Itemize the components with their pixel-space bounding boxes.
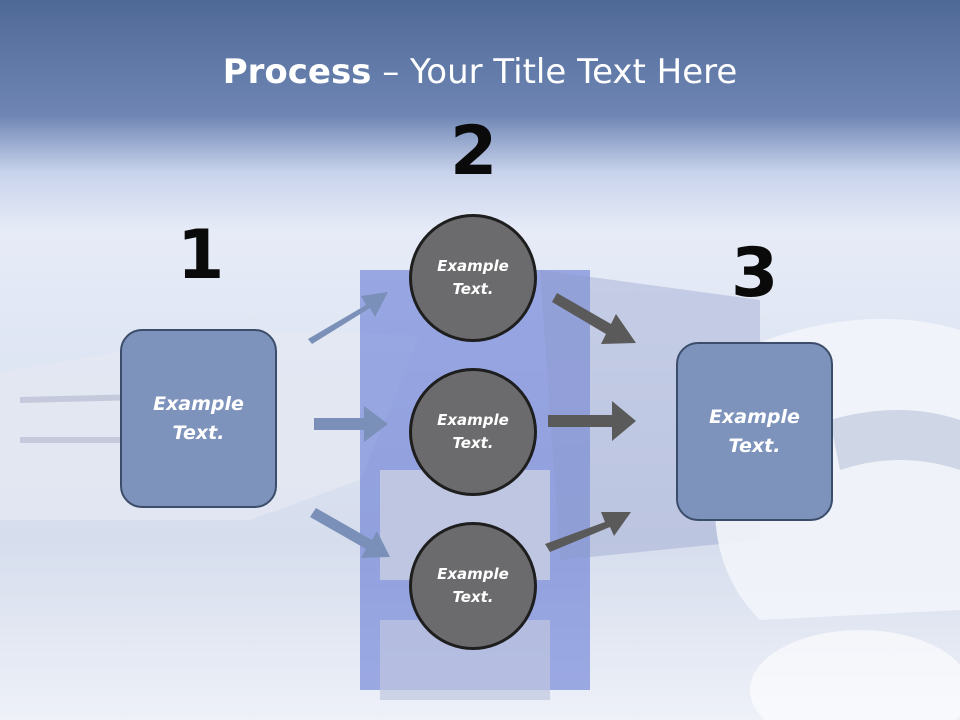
step-3-text: Example Text. [709,405,800,457]
step-2-circle-middle: Example Text. [409,368,537,496]
arrow-left-up [308,292,388,344]
step-1-number: 1 [177,216,225,295]
step-2-circle-bottom: Example Text. [409,522,537,650]
step-3-box: Example Text. [676,342,833,521]
step-3-number: 3 [731,234,779,313]
circle-middle-text: Example Text. [437,411,509,452]
circle-top-text: Example Text. [437,257,509,298]
title-rest: – Your Title Text Here [371,52,738,92]
step-2-circle-top: Example Text. [409,214,537,342]
arrow-left-middle [314,406,388,442]
step-1-box: Example Text. [120,329,277,508]
title-bold: Process [222,52,372,92]
arrow-right-up [545,512,631,552]
step-2-number: 2 [450,112,498,191]
arrow-right-middle [548,401,636,441]
step-1-text: Example Text. [153,392,244,444]
arrow-right-down [552,293,636,344]
circle-bottom-text: Example Text. [437,565,509,606]
arrow-left-down [310,508,390,558]
slide-title: Process – Your Title Text Here [0,52,960,92]
